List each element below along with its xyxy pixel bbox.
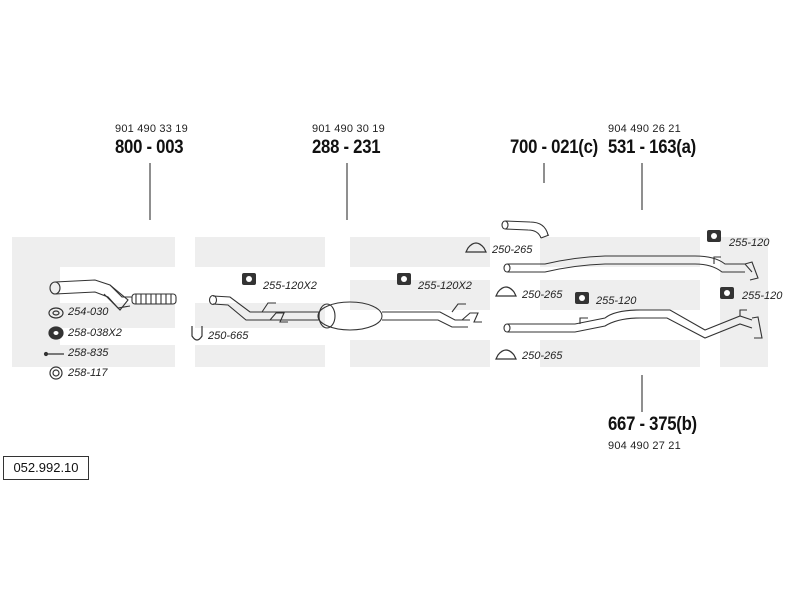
accessory-code: 255-120 <box>729 237 770 249</box>
hanger-bracket-icon <box>397 273 411 285</box>
part-number: 700 - 021(c) <box>510 137 598 158</box>
gasket-ring-icon <box>48 307 64 319</box>
accessory-code: 255-120 <box>596 295 637 307</box>
accessory-code: 250-665 <box>208 330 249 342</box>
clamp-icon <box>465 242 517 360</box>
oem-number: 904 490 26 21 <box>608 123 681 135</box>
tail-pipe-531-163a <box>503 255 759 281</box>
oem-number: 904 490 27 21 <box>608 440 681 452</box>
accessory-code: 258-038X2 <box>68 327 122 339</box>
oem-number: 901 490 33 19 <box>115 123 188 135</box>
accessory-code: 250-265 <box>522 350 563 362</box>
accessory-code: 255-120X2 <box>418 280 472 292</box>
hanger-bracket-icon <box>707 230 721 242</box>
middle-pipe-288-231 <box>208 294 482 331</box>
front-pipe-800-003 <box>49 279 177 311</box>
hanger-bracket-icon <box>575 292 589 304</box>
short-pipe-700-021c <box>501 220 550 239</box>
part-number: 800 - 003 <box>115 137 184 158</box>
part-number: 531 - 163(a) <box>608 137 696 158</box>
oem-number: 901 490 30 19 <box>312 123 385 135</box>
catalog-number-box: 052.992.10 <box>3 456 89 480</box>
accessory-code: 258-117 <box>68 367 108 379</box>
bolt-icon <box>43 351 64 357</box>
part-number: 288 - 231 <box>312 137 381 158</box>
rubber-mount-icon <box>48 326 64 340</box>
accessory-code: 254-030 <box>68 306 109 318</box>
tail-pipe-667-375b <box>503 309 763 339</box>
accessory-code: 258-835 <box>68 347 109 359</box>
part-number: 667 - 375(b) <box>608 414 697 435</box>
accessory-code: 250-265 <box>522 289 563 301</box>
accessory-code: 250-265 <box>492 244 533 256</box>
hanger-bracket-icon <box>242 273 256 285</box>
hanger-bracket-icon <box>720 287 734 299</box>
accessory-code: 255-120 <box>742 290 783 302</box>
u-bolt-icon <box>191 326 203 341</box>
accessory-code: 255-120X2 <box>263 280 317 292</box>
washer-ring-icon <box>49 366 63 380</box>
